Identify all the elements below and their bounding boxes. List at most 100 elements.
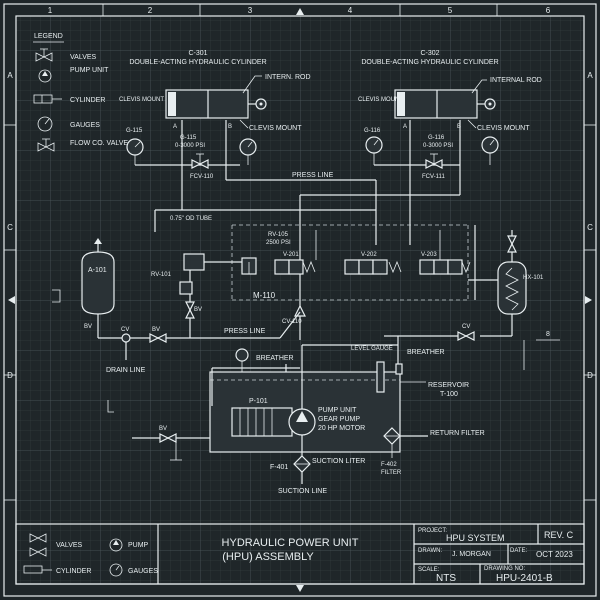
date-value: OCT 2023 bbox=[536, 550, 573, 559]
c301-rod-note: INTERN. ROD bbox=[265, 74, 311, 81]
f402-tag: F-402 bbox=[381, 462, 397, 468]
c302-rod-note: INTERNAL ROD bbox=[490, 77, 542, 84]
legend: LEGEND VALVES PUMP UNIT CYLINDER GAUGES … bbox=[33, 33, 128, 152]
c302-desc: DOUBLE-ACTING HYDRAULIC CYLINDER bbox=[361, 59, 498, 66]
g115-mid-label: G-115 bbox=[180, 135, 197, 141]
bottom-legend-valves: VALVES bbox=[56, 542, 83, 549]
v201-label: V-201 bbox=[283, 252, 299, 258]
bottom-legend-pump: PUMP bbox=[128, 542, 149, 549]
project-value: HPU SYSTEM bbox=[446, 533, 505, 543]
small-label: 8 bbox=[546, 331, 550, 338]
bottom-legend-gauges: GAUGES bbox=[128, 568, 158, 575]
c302-port-b: B bbox=[457, 124, 461, 130]
drawing-no-value: HPU-2401-B bbox=[496, 573, 553, 584]
title-line-2: (HPU) ASSEMBLY bbox=[222, 551, 314, 563]
valve-icon bbox=[425, 153, 443, 169]
legend-title: LEGEND bbox=[34, 33, 63, 40]
check-valve-icon bbox=[294, 304, 306, 317]
col-label: 6 bbox=[546, 6, 551, 15]
scale-value: NTS bbox=[436, 573, 456, 584]
c301-clevis: CLEVIS MOUNT bbox=[249, 125, 302, 132]
title-block: HYDRAULIC POWER UNIT (HPU) ASSEMBLY PROJ… bbox=[15, 523, 585, 585]
c301-port-a: A bbox=[173, 124, 177, 130]
bv-label: BV bbox=[159, 426, 167, 432]
press-line-top-label: PRESS LINE bbox=[292, 172, 334, 179]
row-label: D bbox=[7, 371, 13, 380]
cylinder-c301: C-301 DOUBLE-ACTING HYDRAULIC CYLINDER I… bbox=[119, 50, 311, 132]
breather-left-label: BREATHER bbox=[256, 355, 294, 362]
v202-label: V-202 bbox=[361, 252, 377, 258]
drawn-label: DRAWN: bbox=[418, 548, 442, 554]
drawing-no-label: DRAWING NO: bbox=[484, 566, 525, 572]
return-filter: RETURN FILTER F-402 FILTER bbox=[381, 427, 485, 476]
cylinder-c302: C-302 DOUBLE-ACTING HYDRAULIC CYLINDER I… bbox=[358, 50, 542, 132]
title-line-1: HYDRAULIC POWER UNIT bbox=[222, 537, 359, 549]
c301-clevis-left: CLEVIS MOUNT bbox=[119, 97, 164, 103]
fcv110-label: FCV-110 bbox=[190, 174, 214, 180]
col-label: 1 bbox=[48, 6, 53, 15]
legend-gauges: GAUGES bbox=[70, 122, 100, 129]
rv105-tag: RV-105 bbox=[268, 232, 289, 238]
rv105-setting: 2500 PSI bbox=[266, 240, 291, 246]
pump-icon bbox=[109, 538, 123, 552]
reservoir-label: RESERVOIR bbox=[428, 382, 469, 389]
valve-icon bbox=[35, 48, 53, 62]
row-label: C bbox=[587, 223, 593, 232]
reservoir-tag: T-100 bbox=[440, 391, 458, 398]
c301-desc: DOUBLE-ACTING HYDRAULIC CYLINDER bbox=[129, 59, 266, 66]
od-tube-label: 0.75" OD TUBE bbox=[170, 216, 212, 222]
bv-label: BV bbox=[84, 324, 92, 330]
relief-valve-rv101: RV-101 BV bbox=[151, 253, 242, 338]
valve-icon bbox=[149, 333, 167, 343]
bv-label: BV bbox=[152, 327, 160, 333]
c301-tag: C-301 bbox=[188, 50, 207, 57]
valve-icon bbox=[507, 235, 517, 253]
fcv111-label: FCV-111 bbox=[422, 174, 445, 180]
cylinder-icon bbox=[23, 565, 52, 574]
f401-tag: F-401 bbox=[270, 464, 288, 471]
accumulator-label: A-101 bbox=[88, 267, 107, 274]
check-valve-icon bbox=[121, 333, 131, 343]
heat-exchanger-hx101: HX-101 CV 8 bbox=[398, 225, 560, 370]
legend-cylinder: CYLINDER bbox=[70, 97, 105, 104]
rv101-label: RV-101 bbox=[151, 272, 172, 278]
g116-mid-label: G-116 bbox=[428, 135, 445, 141]
level-gauge-label: LEVEL GAUGE bbox=[351, 346, 393, 352]
suction-line-label: SUCTION LINE bbox=[278, 488, 327, 495]
manifold-label: M-110 bbox=[253, 291, 276, 300]
c302-clevis: CLEVIS MOUNT bbox=[477, 125, 530, 132]
level-gauge-icon bbox=[376, 361, 385, 393]
gauge-icon bbox=[109, 563, 123, 577]
press-line-mid-label: PRESS LINE bbox=[224, 328, 266, 335]
row-label: C bbox=[7, 223, 13, 232]
gauge-icon bbox=[37, 116, 53, 132]
col-label: 3 bbox=[248, 6, 253, 15]
valve-manifold: RV-105 2500 PSI V-201 V-202 V-203 M-110 … bbox=[241, 230, 471, 325]
col-label: 2 bbox=[148, 6, 153, 15]
c302-port-a: A bbox=[403, 124, 407, 130]
suction-filter: F-401 SUCTION LITER SUCTION LINE bbox=[270, 455, 365, 495]
valve-icon bbox=[185, 301, 195, 319]
flow-control-valve-icon bbox=[37, 138, 55, 152]
date-label: DATE: bbox=[510, 548, 528, 554]
pump-p101: P-101 PUMP UNIT GEAR PUMP 20 HP MOTOR bbox=[231, 345, 365, 456]
c302-tag: C-302 bbox=[420, 50, 439, 57]
accumulator-a101: A-101 BV CV DRAIN LINE BV PRESS LINE bbox=[52, 238, 301, 374]
pump-icon bbox=[38, 69, 52, 83]
col-label: 5 bbox=[448, 6, 453, 15]
drawn-value: J. MORGAN bbox=[452, 551, 491, 558]
row-label: A bbox=[587, 71, 593, 80]
pump-desc-1: PUMP UNIT bbox=[318, 407, 357, 414]
v203-label: V-203 bbox=[421, 252, 437, 258]
pump-desc-3: 20 HP MOTOR bbox=[318, 425, 365, 432]
bottom-legend-cylinder: CYLINDER bbox=[56, 568, 91, 575]
revision: REV. C bbox=[544, 530, 574, 540]
drain-line-label: DRAIN LINE bbox=[106, 367, 146, 374]
border-zone-labels: 1 2 3 4 5 6 A C D A C D bbox=[7, 6, 593, 380]
cv-right-label: CV bbox=[462, 324, 470, 330]
breather-right-label: BREATHER bbox=[407, 349, 445, 356]
pump-desc-2: GEAR PUMP bbox=[318, 416, 360, 423]
suction-filter-label: SUCTION LITER bbox=[312, 458, 365, 465]
g115-range: 0-3000 PSI bbox=[175, 143, 205, 149]
project-label: PROJECT: bbox=[418, 528, 447, 534]
